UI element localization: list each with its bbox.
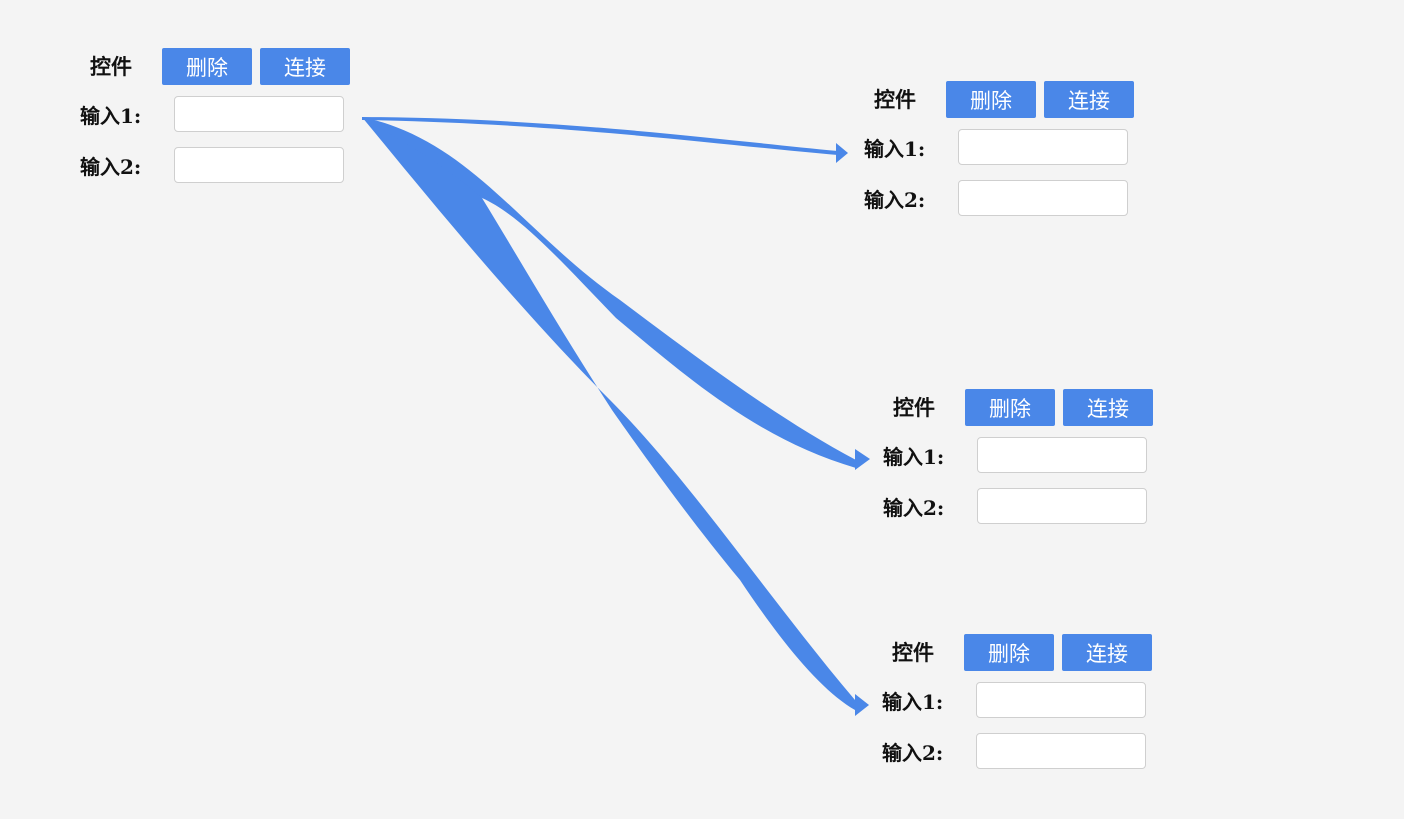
widget-title: 控件 — [893, 395, 935, 420]
widget-2[interactable]: 控件 删除 连接 输入1: 输入2: — [864, 81, 1144, 216]
input-1-label: 输入1: — [80, 104, 142, 128]
widget-header: 控件 删除 连接 — [80, 48, 360, 86]
input-2-label: 输入2: — [883, 496, 945, 520]
connect-button[interactable]: 连接 — [1062, 634, 1152, 671]
input-2-label: 输入2: — [882, 741, 944, 765]
delete-button[interactable]: 删除 — [162, 48, 252, 85]
arrow-head-icon — [855, 694, 869, 716]
widget-title: 控件 — [892, 640, 934, 665]
connect-button[interactable]: 连接 — [260, 48, 350, 85]
widget-3[interactable]: 控件 删除 连接 输入1: 输入2: — [883, 389, 1163, 524]
widget-1[interactable]: 控件 删除 连接 输入1: 输入2: — [80, 48, 360, 183]
arrow-head-icon — [836, 143, 848, 163]
delete-button[interactable]: 删除 — [946, 81, 1036, 118]
input-1-label: 输入1: — [883, 445, 945, 469]
widget-header: 控件 删除 连接 — [882, 634, 1162, 672]
input-1-label: 输入1: — [882, 690, 944, 714]
input-1-field[interactable] — [958, 129, 1128, 165]
input-1-field[interactable] — [976, 682, 1146, 718]
widget-header: 控件 删除 连接 — [864, 81, 1144, 119]
input-2-field[interactable] — [174, 147, 344, 183]
input-1-field[interactable] — [977, 437, 1147, 473]
widget-4[interactable]: 控件 删除 连接 输入1: 输入2: — [882, 634, 1162, 769]
input-2-field[interactable] — [977, 488, 1147, 524]
delete-button[interactable]: 删除 — [964, 634, 1054, 671]
input-1-label: 输入1: — [864, 137, 926, 161]
connect-button[interactable]: 连接 — [1063, 389, 1153, 426]
connection-link-to-widget-4[interactable] — [362, 117, 855, 710]
delete-button[interactable]: 删除 — [965, 389, 1055, 426]
arrow-head-icon — [855, 449, 870, 470]
input-2-label: 输入2: — [80, 155, 142, 179]
widget-title: 控件 — [90, 54, 132, 79]
input-2-field[interactable] — [976, 733, 1146, 769]
widget-header: 控件 删除 连接 — [883, 389, 1163, 427]
connection-link-to-widget-3[interactable] — [362, 117, 856, 468]
input-1-field[interactable] — [174, 96, 344, 132]
connection-link-to-widget-2[interactable] — [362, 117, 838, 155]
input-2-field[interactable] — [958, 180, 1128, 216]
connect-button[interactable]: 连接 — [1044, 81, 1134, 118]
input-2-label: 输入2: — [864, 188, 926, 212]
widget-title: 控件 — [874, 87, 916, 112]
